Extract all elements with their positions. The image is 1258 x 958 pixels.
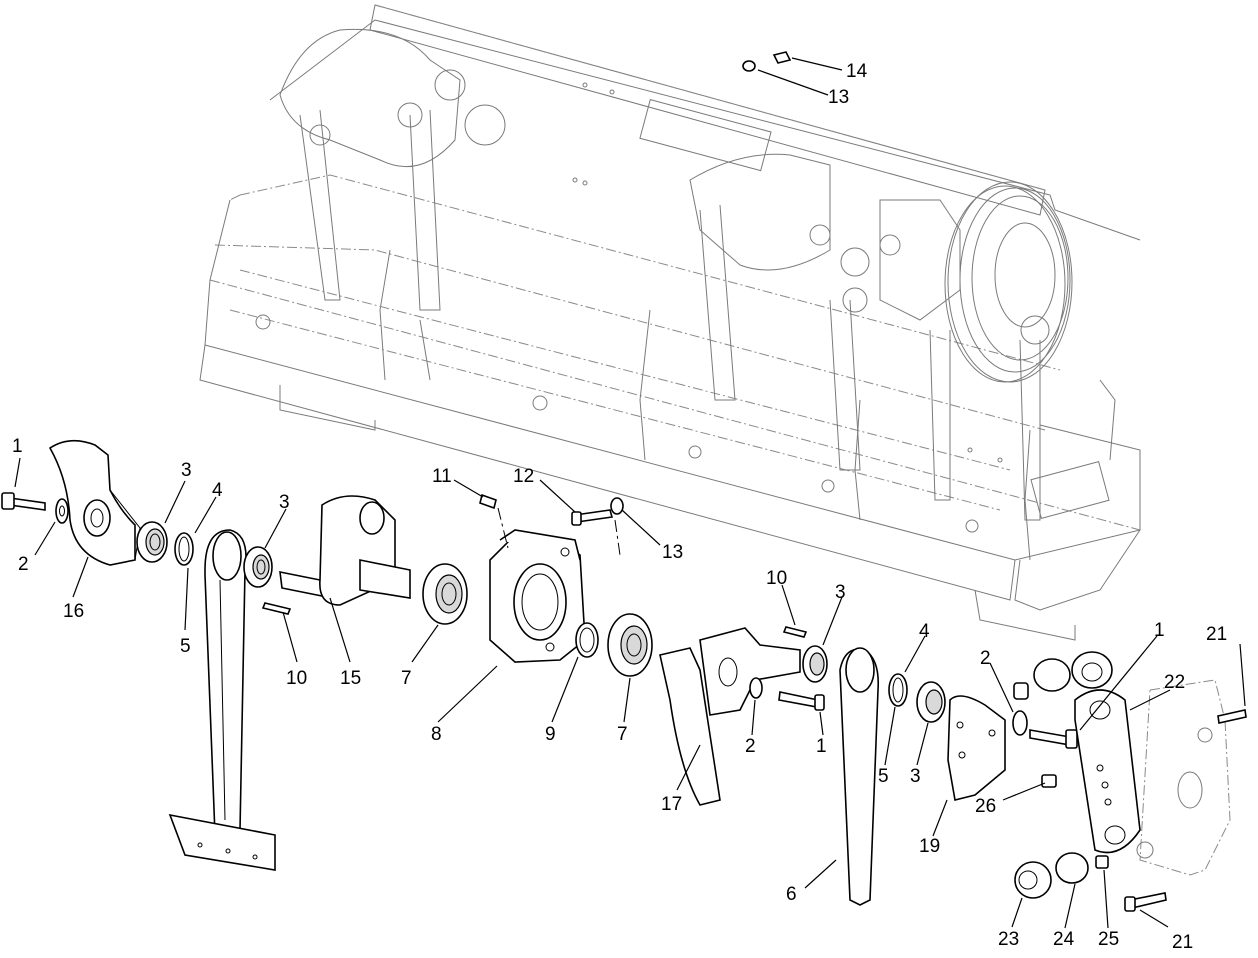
callout-3-c: 3 — [835, 582, 846, 603]
part-bolt-21-lower — [1124, 892, 1167, 912]
callout-15: 15 — [340, 668, 361, 689]
part-snap-ring-left — [174, 532, 194, 566]
callout-23: 23 — [998, 929, 1019, 950]
part-key-left — [261, 602, 292, 615]
part-side-bracket — [1136, 679, 1231, 876]
callout-1-b: 1 — [816, 736, 827, 757]
part-bolt-mid — [778, 691, 825, 711]
part-washer-mid — [749, 677, 763, 699]
callout-5-a: 5 — [180, 636, 191, 657]
part-crank-17 — [659, 627, 801, 806]
part-link-plate — [1074, 689, 1141, 854]
callout-16: 16 — [63, 601, 84, 622]
part-bearing-large-2 — [607, 613, 653, 677]
part-bolt-left — [1, 492, 46, 511]
callout-1-c: 1 — [1154, 620, 1165, 641]
part-snap-ring-right — [888, 673, 908, 707]
part-connecting-rod-right — [839, 647, 880, 906]
callout-3-d: 3 — [910, 766, 921, 787]
callout-26: 26 — [975, 796, 996, 817]
part-bearing-large-1 — [422, 563, 468, 625]
frame-crank-arms-right — [689, 153, 1041, 521]
part-damper-upper — [1013, 651, 1113, 700]
callout-22: 22 — [1164, 672, 1185, 693]
drive-pulley — [944, 181, 1073, 383]
callout-10-b: 10 — [766, 568, 787, 589]
leader-lines — [14, 57, 1246, 929]
part-bearing-3 — [802, 645, 828, 683]
callout-7-b: 7 — [617, 724, 628, 745]
part-bolt-12 — [571, 509, 614, 526]
part-connecting-rod-left — [168, 529, 276, 871]
part-washer-right — [1012, 710, 1028, 736]
callout-10-a: 10 — [286, 668, 307, 689]
part-spacer-ring — [575, 622, 599, 658]
part-crank-shaft — [279, 495, 411, 606]
callout-19: 19 — [919, 836, 940, 857]
part-washer-13 — [610, 497, 624, 515]
callout-24: 24 — [1053, 929, 1075, 950]
callout-3-b: 3 — [279, 492, 290, 513]
part-lever-bracket — [48, 439, 141, 566]
callout-labels: 1 2 16 3 4 5 3 10 15 7 11 12 13 8 9 7 10… — [12, 61, 1227, 953]
frame-crank-arms-left — [279, 28, 506, 311]
part-set-screw — [479, 493, 497, 510]
part-key-right — [782, 626, 808, 638]
part-bracket-19 — [947, 695, 1006, 801]
callout-6: 6 — [786, 884, 797, 905]
part-bearing-housing — [489, 507, 586, 663]
callout-4-b: 4 — [919, 621, 930, 642]
part-washer-left — [55, 498, 69, 524]
part-bolt-right — [1029, 729, 1078, 749]
callout-7-a: 7 — [401, 668, 412, 689]
callout-1-left: 1 — [12, 436, 23, 457]
callout-2-b: 2 — [745, 736, 756, 757]
callout-25: 25 — [1098, 929, 1119, 950]
callout-21-lower: 21 — [1172, 932, 1193, 953]
part-bearing-1 — [136, 521, 168, 563]
part-bearing-2 — [243, 546, 273, 588]
callout-21-upper: 21 — [1206, 624, 1227, 645]
callout-9: 9 — [545, 724, 556, 745]
callout-14: 14 — [846, 61, 868, 82]
callout-11: 11 — [432, 466, 452, 487]
callout-5-b: 5 — [878, 766, 889, 787]
callout-4-a: 4 — [212, 480, 223, 501]
part-bearing-4 — [916, 681, 946, 723]
callout-13-a: 13 — [662, 542, 683, 563]
callout-3-a: 3 — [181, 460, 192, 481]
callout-2-c: 2 — [980, 648, 991, 669]
part-damper-lower — [1014, 852, 1109, 899]
callout-12: 12 — [513, 466, 534, 487]
part-spacer-26 — [1041, 774, 1057, 788]
part-nut-14 — [742, 51, 792, 72]
callout-2-left: 2 — [18, 554, 29, 575]
callout-17: 17 — [661, 794, 682, 815]
part-bolt-21-upper — [1217, 709, 1247, 724]
callout-13-b: 13 — [828, 87, 849, 108]
callout-8: 8 — [431, 724, 442, 745]
